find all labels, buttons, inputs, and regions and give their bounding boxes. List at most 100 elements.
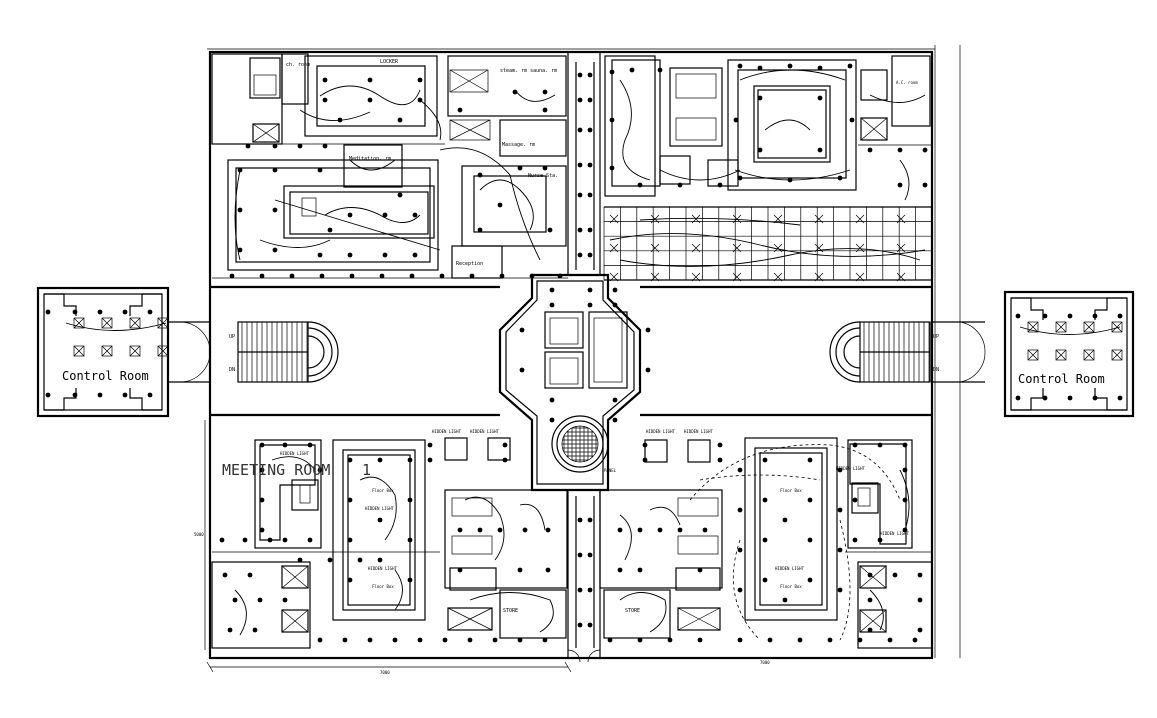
light-fixture (762, 497, 768, 503)
light-fixture (782, 517, 788, 523)
light-fixture (542, 107, 548, 113)
panel-box (101, 345, 113, 357)
light-fixture (542, 165, 548, 171)
light-fixture (807, 457, 813, 463)
light-fixture (252, 627, 258, 633)
wire (1019, 326, 1121, 335)
light-fixture (617, 567, 623, 573)
light-fixture (637, 527, 643, 533)
light-fixture (502, 457, 508, 463)
light-fixture (499, 273, 505, 279)
meeting-area (211, 437, 568, 649)
light-fixture (717, 442, 723, 448)
light-fixture (642, 442, 648, 448)
light-fixture (697, 637, 703, 643)
light-fixture (587, 72, 593, 78)
light-fixture (577, 162, 583, 168)
light-fixture (577, 127, 583, 133)
light-fixture (72, 392, 78, 398)
light-fixture (837, 175, 843, 181)
light-fixture (342, 637, 348, 643)
light-fixture (347, 577, 353, 583)
light-fixture (259, 527, 265, 533)
light-fixture (807, 537, 813, 543)
diffuser-mark (609, 214, 619, 224)
light-fixture (439, 273, 445, 279)
panel-cross (73, 345, 85, 357)
light-fixture (512, 89, 518, 95)
light-fixture (417, 77, 423, 83)
staircase-left (237, 321, 339, 383)
light-fixture (237, 167, 243, 173)
panel-box (1055, 349, 1067, 361)
light-fixture (787, 63, 793, 69)
panel-cross (1111, 349, 1123, 361)
floor-box-label-3: Floor Box (780, 488, 802, 493)
light-fixture (317, 167, 323, 173)
up-left-label: UP (229, 334, 235, 340)
light-fixture (757, 95, 763, 101)
light-fixture (637, 567, 643, 573)
light-fixture (469, 273, 475, 279)
light-fixture (517, 637, 523, 643)
light-fixture (417, 637, 423, 643)
light-fixture (477, 227, 483, 233)
light-fixture (97, 309, 103, 315)
light-fixture (147, 392, 153, 398)
light-fixture (229, 273, 235, 279)
light-fixture (337, 117, 343, 123)
light-fixture (272, 143, 278, 149)
light-fixture (645, 367, 651, 373)
light-fixture (629, 67, 635, 73)
light-fixture (272, 167, 278, 173)
light-fixture (587, 517, 593, 523)
light-fixture (637, 182, 643, 188)
light-fixture (232, 597, 238, 603)
light-fixture (807, 497, 813, 503)
floor-box-label-2: Floor Box (372, 584, 394, 589)
diffuser-mark (773, 243, 783, 253)
light-fixture (347, 497, 353, 503)
light-fixture (347, 252, 353, 258)
light-fixture (289, 273, 295, 279)
light-fixture (222, 572, 228, 578)
light-fixture (877, 537, 883, 543)
diffuser-mark (773, 214, 783, 224)
panel-cross (1027, 321, 1039, 333)
light-fixture (587, 192, 593, 198)
light-fixture (922, 182, 928, 188)
panel-box (129, 345, 141, 357)
hidden-light-label-8: HIDDEN LIGHT (836, 466, 865, 471)
light-fixture (849, 117, 855, 123)
light-fixture (457, 567, 463, 573)
light-fixture (902, 497, 908, 503)
light-fixture (542, 89, 548, 95)
light-fixture (733, 117, 739, 123)
light-fixture (519, 367, 525, 373)
light-fixture (877, 442, 883, 448)
light-fixture (762, 577, 768, 583)
panel-box (1027, 321, 1039, 333)
light-fixture (577, 72, 583, 78)
light-fixture (97, 392, 103, 398)
light-fixture (327, 227, 333, 233)
light-fixture (657, 67, 663, 73)
light-fixture (847, 63, 853, 69)
light-fixture (577, 227, 583, 233)
dn-right-label: DN (933, 367, 939, 373)
panel-cross (1055, 321, 1067, 333)
panel-box (73, 345, 85, 357)
floor-box-label-1: Floor Box (372, 488, 394, 493)
light-fixture (367, 77, 373, 83)
light-fixture (577, 252, 583, 258)
light-fixture (549, 397, 555, 403)
light-fixture (717, 457, 723, 463)
panel-cross (1083, 349, 1095, 361)
light-fixture (1042, 313, 1048, 319)
panel-box (1055, 321, 1067, 333)
light-fixture (307, 442, 313, 448)
light-fixture (319, 273, 325, 279)
light-fixture (322, 97, 328, 103)
light-fixture (347, 537, 353, 543)
dimension-bottom-right: 7000 (760, 660, 770, 665)
